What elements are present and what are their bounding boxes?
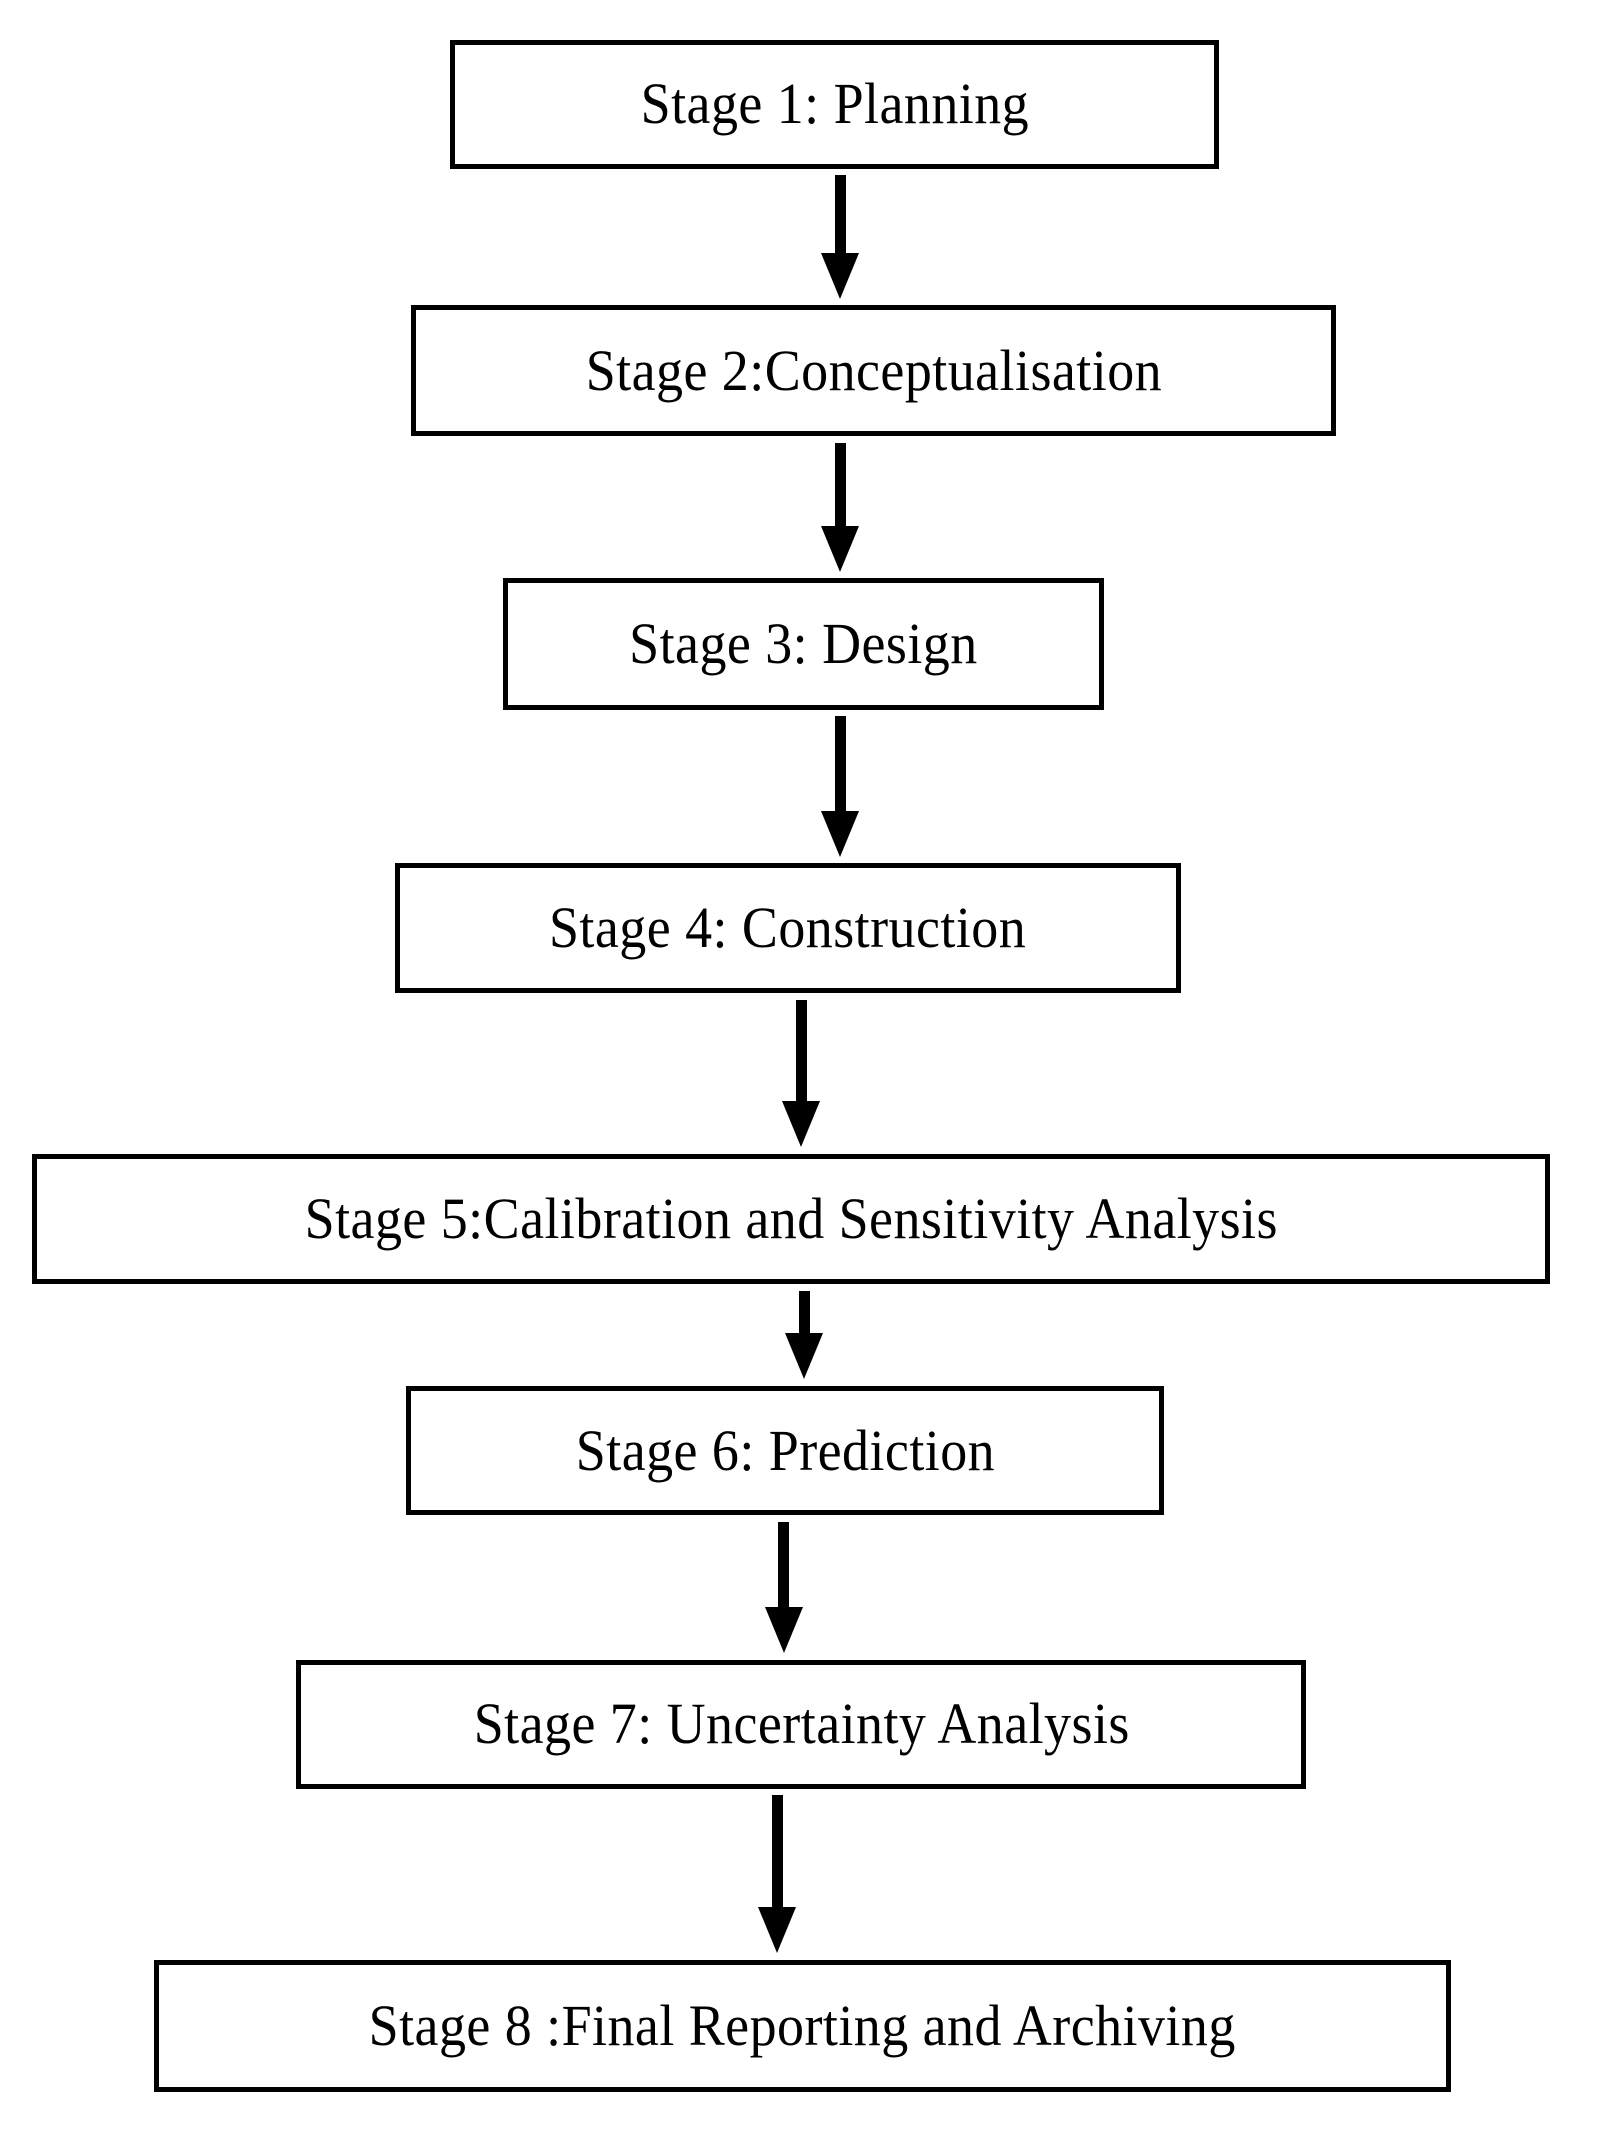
flow-node-stage-8[interactable]: Stage 8 :Final Reporting and Archiving [154,1959,1452,2093]
arrow-shaft [778,1522,790,1612]
arrow-head-icon [785,1332,823,1379]
flow-arrow-stage-2-to-stage-3 [810,443,870,572]
flow-node-label: Stage 8 :Final Reporting and Archiving [369,1993,1237,2059]
arrow-head-icon [764,1607,803,1654]
flow-node-stage-6[interactable]: Stage 6: Prediction [406,1385,1165,1516]
flow-node-label: Stage 6: Prediction [575,1417,995,1483]
arrow-shaft [834,716,846,815]
arrow-shaft [834,443,846,530]
flow-node-label: Stage 2:Conceptualisation [585,337,1162,403]
flow-node-stage-3[interactable]: Stage 3: Design [502,578,1105,710]
flow-node-stage-5[interactable]: Stage 5:Calibration and Sensitivity Anal… [32,1154,1551,1284]
flow-node-label: Stage 5:Calibration and Sensitivity Anal… [304,1185,1278,1251]
arrow-head-icon [782,1101,821,1148]
flow-arrow-stage-4-to-stage-5 [771,1000,831,1148]
flow-node-label: Stage 3: Design [629,610,978,676]
flow-node-stage-4[interactable]: Stage 4: Construction [395,863,1181,994]
flow-node-label: Stage 7: Uncertainty Analysis [473,1691,1130,1757]
arrow-shaft [795,1000,807,1106]
arrow-head-icon [821,252,860,299]
flow-node-stage-2[interactable]: Stage 2:Conceptualisation [411,305,1336,437]
arrow-head-icon [821,810,860,857]
arrow-shaft [771,1795,783,1912]
arrow-head-icon [758,1907,797,1954]
flow-arrow-stage-6-to-stage-7 [754,1522,814,1654]
arrow-shaft [798,1290,810,1337]
flow-arrow-stage-7-to-stage-8 [747,1795,807,1954]
flow-node-stage-7[interactable]: Stage 7: Uncertainty Analysis [296,1660,1307,1789]
flow-node-stage-1[interactable]: Stage 1: Planning [450,40,1220,169]
flow-node-label: Stage 1: Planning [640,71,1030,137]
flow-arrow-stage-5-to-stage-6 [774,1290,834,1379]
arrow-head-icon [821,525,860,572]
arrow-shaft [834,175,846,257]
flow-node-label: Stage 4: Construction [549,895,1027,961]
flow-arrow-stage-1-to-stage-2 [810,175,870,299]
flow-arrow-stage-3-to-stage-4 [810,716,870,857]
